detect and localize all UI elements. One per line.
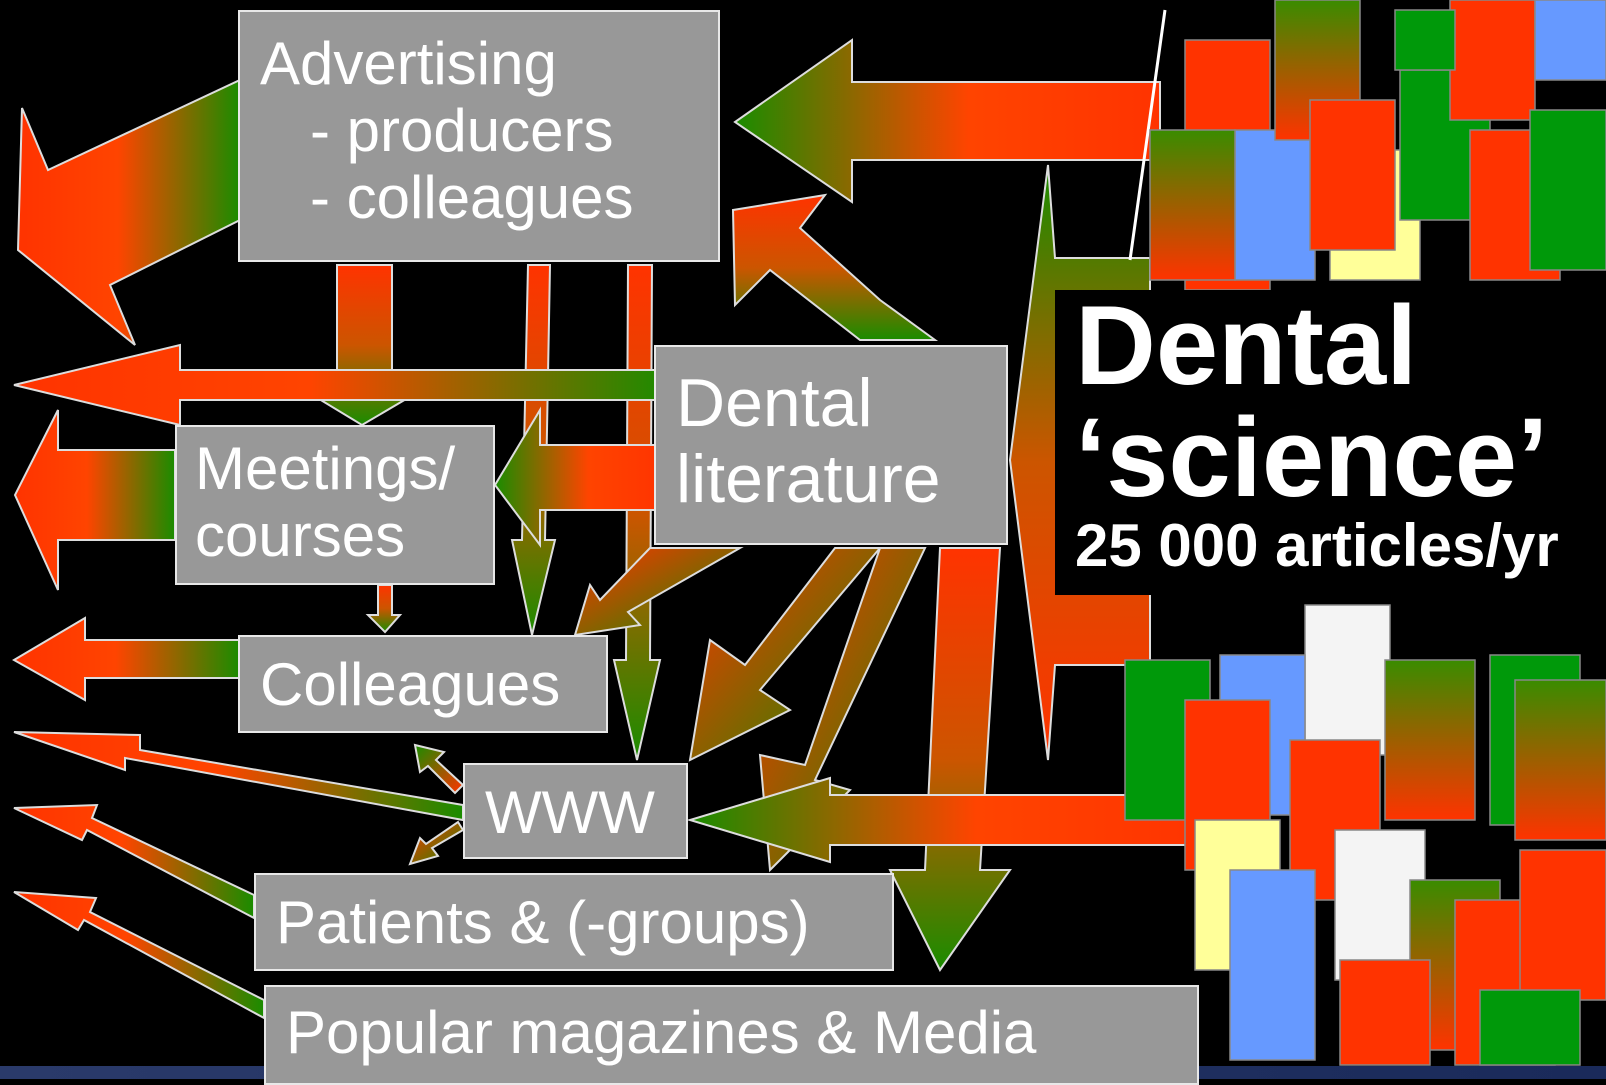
book-stack-top <box>1149 0 1606 291</box>
arrow-meetings-to-colleagues <box>365 584 403 634</box>
meetings-line-1: Meetings/ <box>195 435 456 502</box>
science-title: Dental <box>1075 283 1418 408</box>
book-stack-bottom <box>1124 604 1606 1066</box>
media-label: Popular magazines & Media <box>286 999 1037 1066</box>
arrow-media-out <box>13 891 265 1020</box>
arrow-colleagues-out <box>12 616 241 702</box>
www-box: WWW <box>463 763 688 859</box>
advertising-line-3: - colleagues <box>260 164 634 232</box>
arrow-www-to-colleagues <box>413 743 465 795</box>
arrow-www-out-2 <box>13 803 255 920</box>
meetings-box: Meetings/ courses <box>175 425 495 585</box>
arrow-literature-to-advertising <box>731 193 939 341</box>
book-9 <box>1534 0 1606 81</box>
arrow-literature-to-left <box>13 343 671 427</box>
media-box: Popular magazines & Media <box>264 985 1199 1085</box>
arrow-literature-to-meetings <box>493 406 666 548</box>
arrow-meetings-out <box>13 409 176 591</box>
arrow-www-out-1 <box>13 731 464 822</box>
book-7 <box>1449 0 1536 121</box>
literature-line-2: literature <box>676 441 941 518</box>
arrow-science-to-advertising <box>733 38 1161 204</box>
science-subtitle: ‘science’ <box>1075 395 1549 520</box>
literature-line-1: Dental <box>676 365 873 441</box>
arrow-literature-fan-3 <box>888 547 1012 972</box>
book-10 <box>1529 109 1606 271</box>
patients-label: Patients & (-groups) <box>276 889 810 956</box>
advertising-line-1: Advertising <box>260 30 557 97</box>
decor-line-1 <box>1128 9 1167 261</box>
book-19 <box>1514 679 1606 841</box>
book-12 <box>1394 9 1456 71</box>
arrow-advertising-out <box>16 78 241 346</box>
arrow-science-to-www <box>686 776 1211 864</box>
science-article-count: 25 000 articles/yr <box>1075 512 1559 579</box>
meetings-line-2: courses <box>195 502 406 570</box>
book-11 <box>1149 129 1236 281</box>
arrow-www-to-patients <box>408 820 465 866</box>
advertising-line-2: - producers <box>260 97 614 165</box>
book-5 <box>1309 99 1396 251</box>
book-17 <box>1384 659 1476 821</box>
book-2 <box>1234 129 1316 281</box>
arrow-literature-to-colleagues <box>573 547 744 637</box>
arrow-literature-fan-1 <box>688 547 883 762</box>
book-25 <box>1339 959 1431 1066</box>
advertising-box: Advertising - producers - colleagues <box>238 10 720 262</box>
book-28 <box>1479 989 1581 1066</box>
patients-box: Patients & (-groups) <box>254 873 894 971</box>
colleagues-box: Colleagues <box>238 635 608 733</box>
www-label: WWW <box>485 779 655 846</box>
book-27 <box>1519 849 1606 1001</box>
colleagues-label: Colleagues <box>260 651 561 718</box>
dental-literature-box: Dental literature <box>654 345 1008 545</box>
book-23 <box>1229 869 1316 1061</box>
dental-science-panel: Dental ‘science’ 25 000 articles/yr <box>1055 290 1606 595</box>
book-13 <box>1304 604 1391 756</box>
